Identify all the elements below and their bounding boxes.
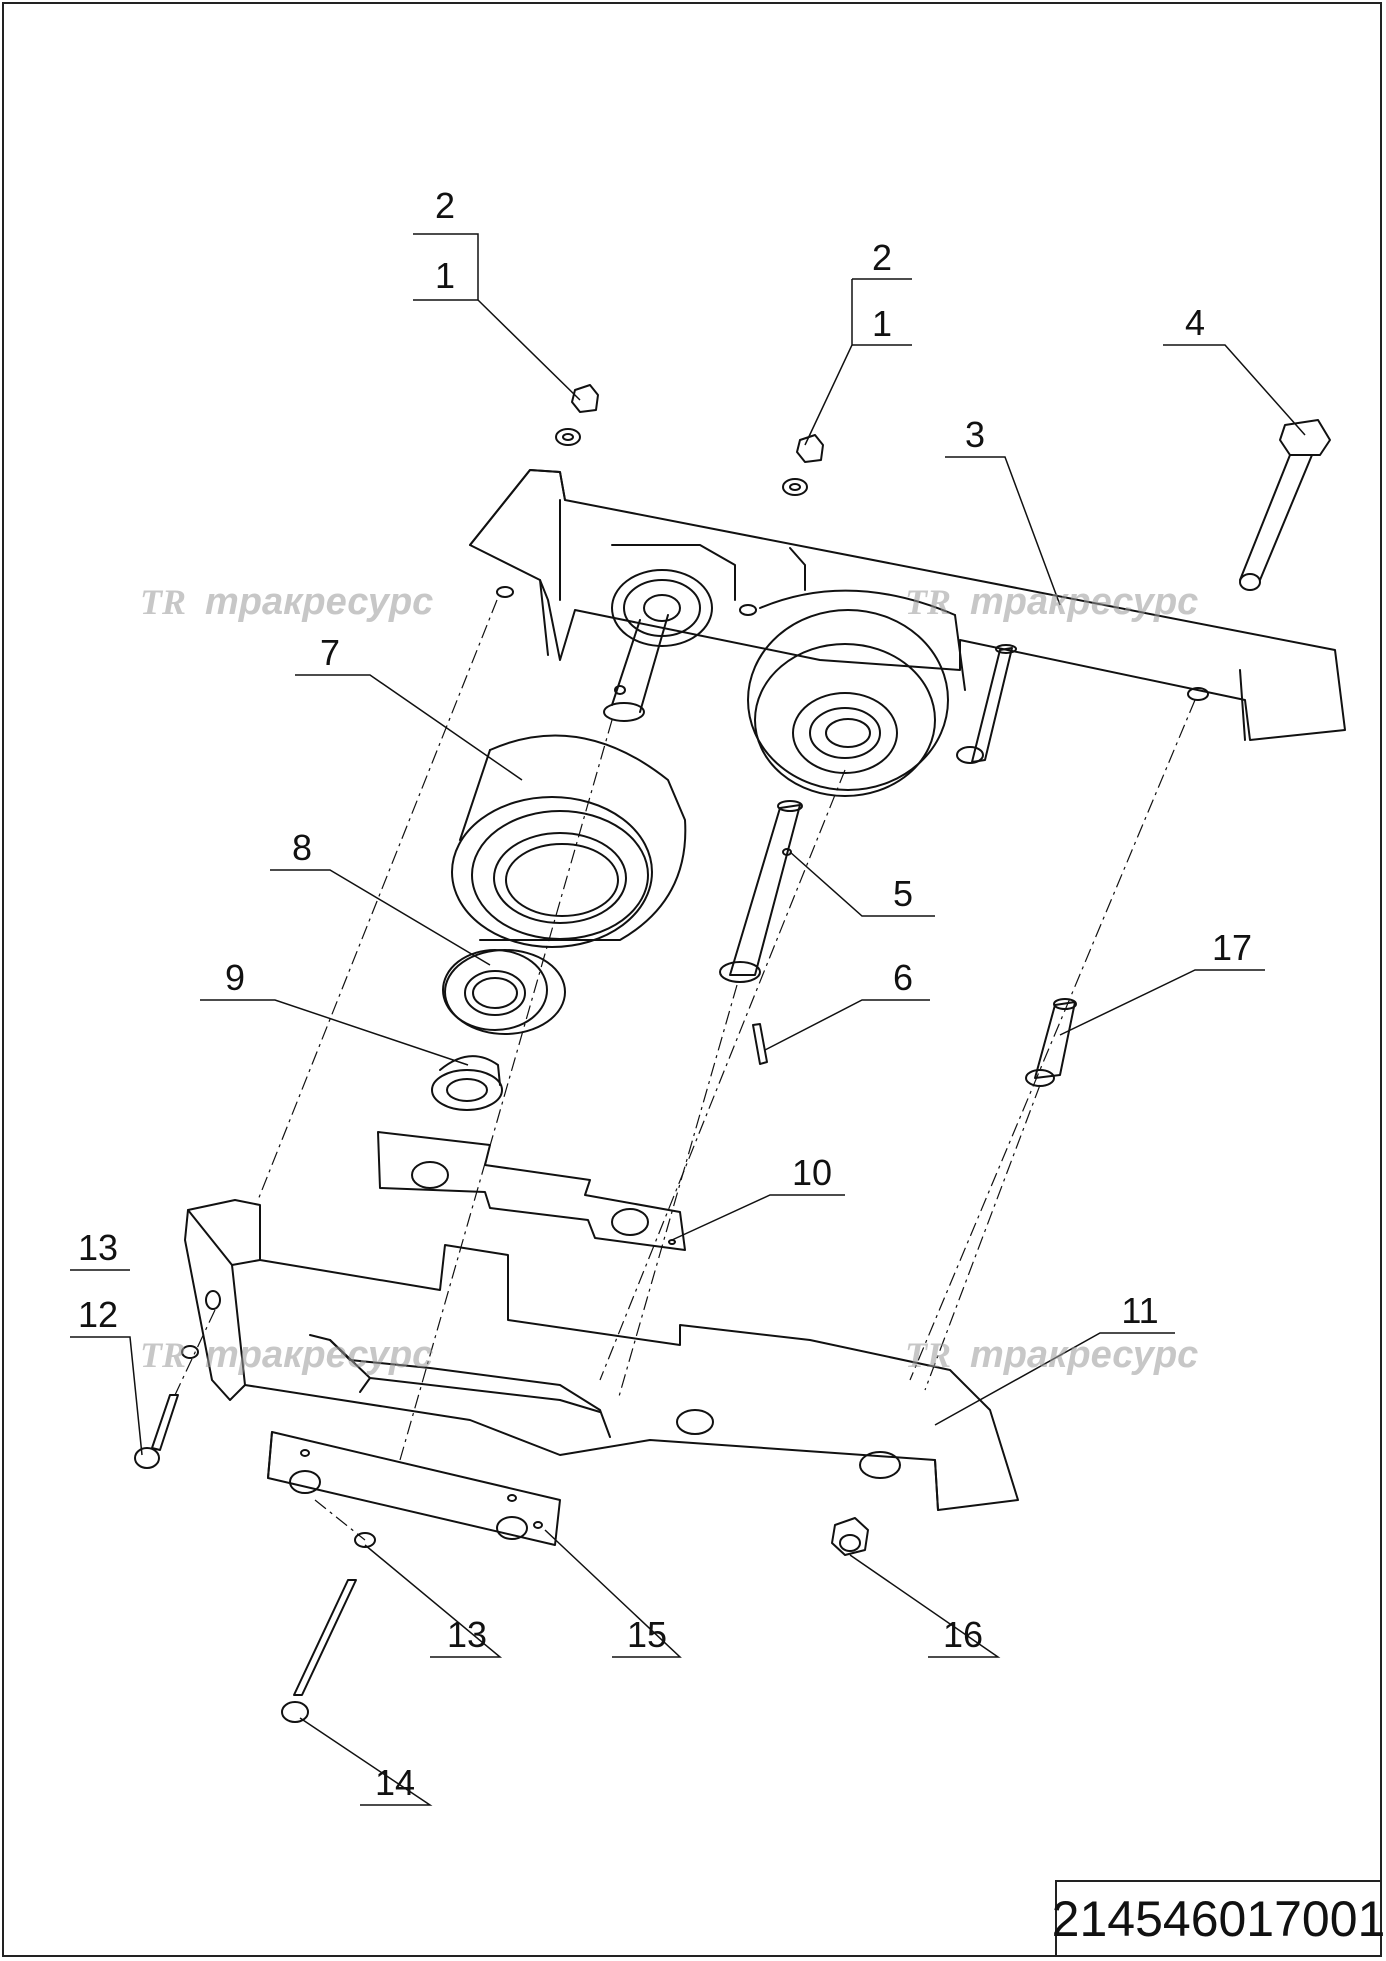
pin-part-6 xyxy=(752,1023,768,1065)
callout-5: 5 xyxy=(893,873,913,914)
watermark-text: тракресурс xyxy=(205,1334,433,1376)
shaft-part-5 xyxy=(719,800,803,983)
callout-9: 9 xyxy=(225,957,245,998)
bushing-part-9 xyxy=(431,1055,503,1111)
clamp-part-15 xyxy=(267,1431,561,1546)
callout-12: 12 xyxy=(78,1294,118,1335)
upper-bearing-shaft xyxy=(603,569,713,722)
callout-4: 4 xyxy=(1185,302,1205,343)
top-bracket-part xyxy=(469,469,1346,741)
watermarks: TR тракресурс TR тракресурс TR тракресур… xyxy=(140,581,1198,1376)
callout-16: 16 xyxy=(943,1614,983,1655)
watermark-logo: TR xyxy=(905,582,951,622)
document-number-box: 214546017001 xyxy=(1052,1880,1385,1955)
roller-part-7 xyxy=(451,734,687,948)
callout-8: 8 xyxy=(292,827,312,868)
callout-17: 17 xyxy=(1212,927,1252,968)
plate-part-10 xyxy=(377,1131,686,1251)
leader-lines xyxy=(70,233,1306,1806)
watermark-logo: TR xyxy=(140,582,186,622)
bolt-part-4 xyxy=(1239,419,1331,591)
watermark-logo: TR xyxy=(905,1335,951,1375)
callout-14: 14 xyxy=(375,1762,415,1803)
callout-labels: 2 1 2 1 3 4 7 8 9 5 6 17 10 11 13 12 13 … xyxy=(78,185,1252,1803)
screw-part-12 xyxy=(134,1345,199,1469)
callout-6: 6 xyxy=(893,957,913,998)
watermark-text: тракресурс xyxy=(970,581,1198,623)
watermark-logo: TR xyxy=(140,1335,186,1375)
guide-rod xyxy=(956,644,1017,764)
centerlines xyxy=(174,599,1196,1541)
nut-part-16 xyxy=(831,1517,869,1556)
callout-13-bottom: 13 xyxy=(447,1614,487,1655)
watermark-text: тракресурс xyxy=(205,581,433,623)
bearing-part-8 xyxy=(442,949,566,1035)
callout-11: 11 xyxy=(1121,1290,1158,1331)
callout-3: 3 xyxy=(965,414,985,455)
mounted-roller xyxy=(747,589,966,797)
callout-7: 7 xyxy=(320,632,340,673)
callout-15: 15 xyxy=(627,1614,667,1655)
lower-bracket-part-11 xyxy=(184,1199,1019,1511)
nut-washer-right xyxy=(782,434,824,496)
watermark-text: тракресурс xyxy=(970,1334,1198,1376)
callout-2-right: 2 xyxy=(872,237,892,278)
callout-13-left: 13 xyxy=(78,1227,118,1268)
callout-1-left: 1 xyxy=(435,255,455,296)
callout-2-left: 2 xyxy=(435,185,455,226)
document-number: 214546017001 xyxy=(1051,1890,1386,1947)
callout-10: 10 xyxy=(792,1152,832,1193)
screw-part-14 xyxy=(281,1532,376,1723)
nut-washer-left xyxy=(555,384,599,446)
callout-1-right: 1 xyxy=(872,303,892,344)
